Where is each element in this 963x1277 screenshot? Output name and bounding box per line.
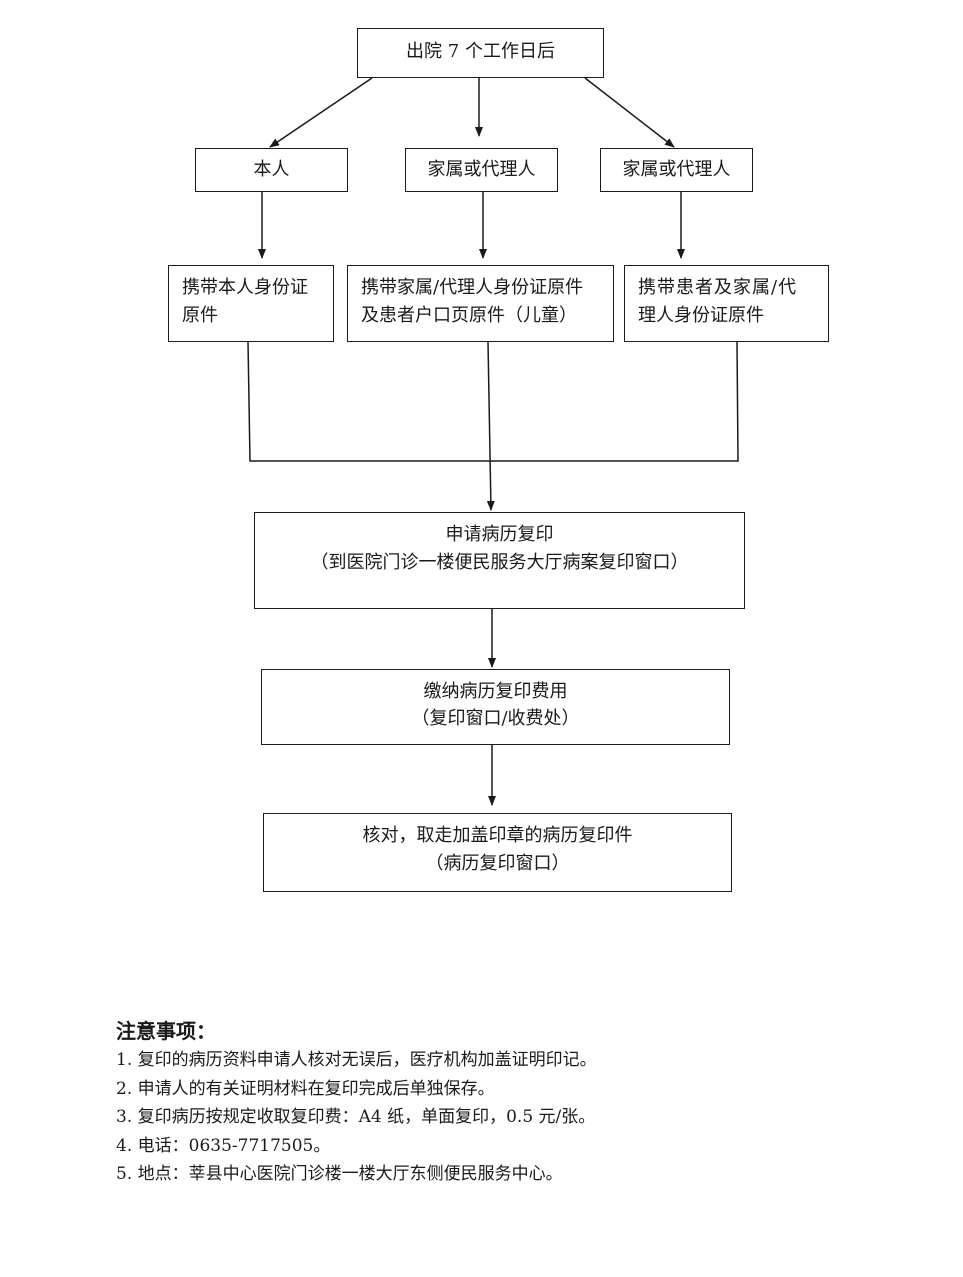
note-item-5: 5. 地点：莘县中心医院门诊楼一楼大厅东侧便民服务中心。 xyxy=(116,1164,563,1184)
branch-family-1-label: 家属或代理人 xyxy=(427,159,536,180)
collect-title: 核对，取走加盖印章的病历复印件 xyxy=(362,825,633,846)
docs-family-1-box: 携带家属/代理人身份证原件 及患者户口页原件（儿童） xyxy=(347,265,614,342)
docs-family-2-line-2: 理人身份证原件 xyxy=(638,305,764,326)
docs-self-box: 携带本人身份证 原件 xyxy=(168,265,334,342)
notes-title: 注意事项： xyxy=(116,1019,216,1043)
branch-family-2-box: 家属或代理人 xyxy=(600,148,753,192)
docs-family-1-line-2: 及患者户口页原件（儿童） xyxy=(361,305,577,326)
pay-detail: （复印窗口/收费处） xyxy=(411,708,580,729)
docs-family-2-box: 携带患者及家属/代 理人身份证原件 xyxy=(624,265,829,342)
pay-box: 缴纳病历复印费用 （复印窗口/收费处） xyxy=(261,669,730,745)
docs-family-1-line-1: 携带家属/代理人身份证原件 xyxy=(361,277,584,298)
branch-family-2-label: 家属或代理人 xyxy=(622,159,731,180)
docs-family-2-line-1: 携带患者及家属/代 xyxy=(638,277,798,298)
merge-line xyxy=(247,341,739,462)
collect-detail: （病历复印窗口） xyxy=(425,853,570,874)
start-label: 出院 7 个工作日后 xyxy=(406,41,555,62)
apply-title: 申请病历复印 xyxy=(445,524,554,545)
branch-self-box: 本人 xyxy=(195,148,348,192)
pay-title: 缴纳病历复印费用 xyxy=(423,681,568,702)
note-item-3: 3. 复印病历按规定收取复印费：A4 纸，单面复印，0.5 元/张。 xyxy=(116,1107,596,1127)
docs-self-line-1: 携带本人身份证 xyxy=(182,277,308,298)
note-item-4: 4. 电话：0635-7717505。 xyxy=(116,1135,331,1156)
arrow-merge-to-apply xyxy=(486,341,495,511)
docs-self-line-2: 原件 xyxy=(182,305,218,326)
note-item-2: 2. 申请人的有关证明材料在复印完成后单独保存。 xyxy=(116,1078,495,1099)
collect-box: 核对，取走加盖印章的病历复印件 （病历复印窗口） xyxy=(263,813,732,892)
start-box: 出院 7 个工作日后 xyxy=(357,28,604,78)
note-item-1: 1. 复印的病历资料申请人核对无误后，医疗机构加盖证明印记。 xyxy=(116,1050,597,1070)
arrow-start-to-self xyxy=(269,77,373,148)
notes-section: 注意事项： 1. 复印的病历资料申请人核对无误后，医疗机构加盖证明印记。 2. … xyxy=(116,1016,597,1189)
apply-box: 申请病历复印 （到医院门诊一楼便民服务大厅病案复印窗口） xyxy=(254,512,745,609)
apply-detail: （到医院门诊一楼便民服务大厅病案复印窗口） xyxy=(310,552,689,573)
arrow-start-to-family-2 xyxy=(584,77,675,148)
branch-family-1-box: 家属或代理人 xyxy=(405,148,558,192)
branch-self-label: 本人 xyxy=(253,159,290,180)
